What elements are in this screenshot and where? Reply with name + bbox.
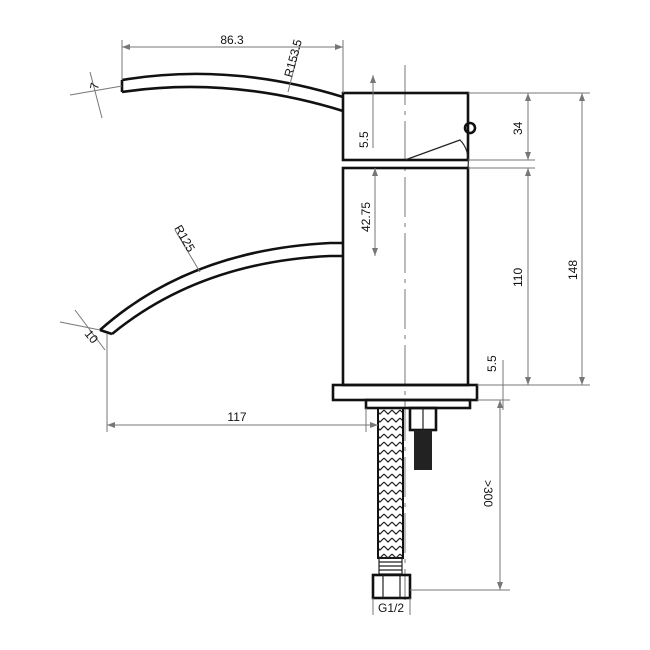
dim-148: 148	[566, 260, 580, 280]
dim-117: 117	[227, 410, 246, 424]
threaded-stud	[408, 406, 438, 470]
dim-5-5-handle: 5.5	[357, 131, 371, 148]
dim-7: 7	[87, 81, 102, 90]
dim-r153-5: R153.5	[281, 37, 305, 78]
dimension-lines	[59, 40, 590, 615]
dim-42-75: 42.75	[359, 202, 373, 232]
dim-g1-2: G1/2	[378, 601, 404, 615]
dim-86-3: 86.3	[220, 33, 244, 47]
handle-lever	[120, 72, 477, 169]
dim-34: 34	[511, 121, 525, 135]
spout	[99, 241, 343, 336]
dim-r125: R125	[171, 223, 198, 255]
supply-hose	[371, 407, 412, 600]
dim-110: 110	[511, 268, 525, 287]
dim-300: >300	[481, 480, 495, 507]
dim-5-5-base: 5.5	[485, 355, 499, 372]
